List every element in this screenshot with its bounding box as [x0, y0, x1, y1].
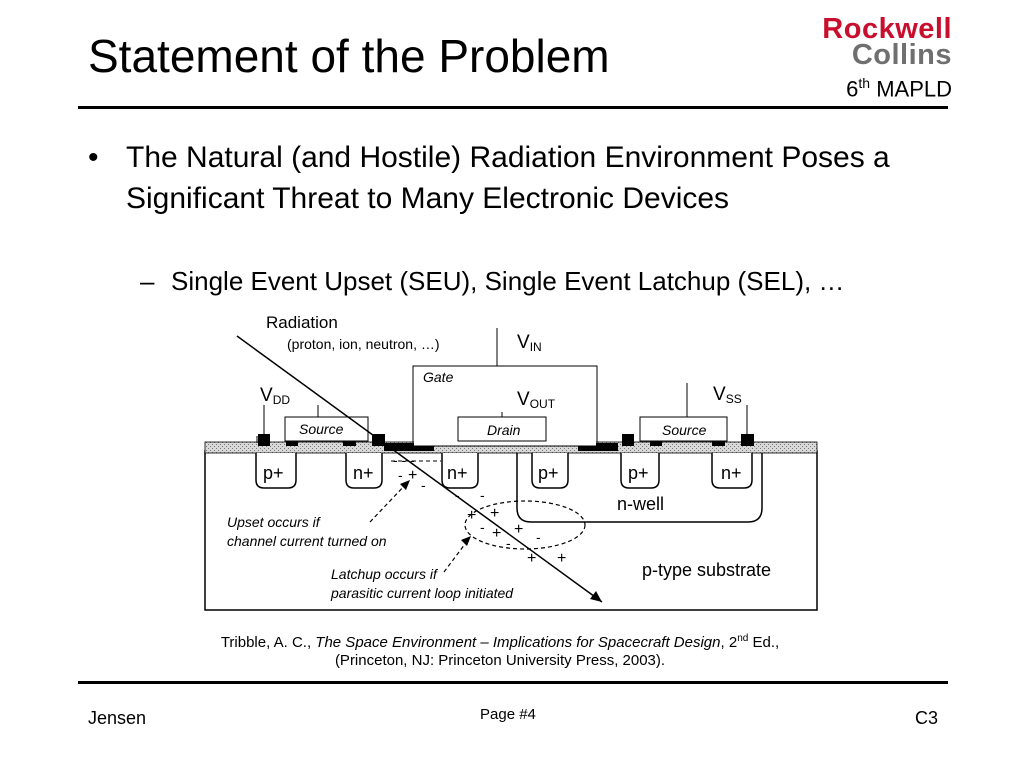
region-p3 — [620, 453, 660, 489]
charge-plus-3: + — [490, 505, 499, 522]
upset-pointer — [369, 482, 408, 523]
label-n2: n+ — [447, 463, 468, 483]
label-n3: n+ — [721, 463, 742, 483]
citation-line2: (Princeton, NJ: Princeton University Pre… — [334, 652, 666, 669]
charge-plus-2: + — [467, 507, 476, 524]
main-bullet-text: The Natural (and Hostile) Radiation Envi… — [126, 141, 890, 215]
latchup-note-line1: Latchup occurs if — [331, 566, 439, 582]
sub-bullet-text: Single Event Upset (SEU), Single Event L… — [171, 266, 845, 296]
region-n1 — [345, 453, 383, 489]
upset-note-line1: Upset occurs if — [227, 514, 322, 530]
vdd-label: VDD — [260, 385, 290, 407]
substrate-label: p-type substrate — [642, 560, 771, 580]
conference-number: 6 — [846, 76, 859, 102]
citation-edition: , 2 — [720, 634, 738, 651]
drain-label: Drain — [487, 422, 521, 438]
region-p2 — [531, 453, 569, 489]
bullet-marker: • — [88, 141, 99, 174]
region-n2 — [441, 453, 479, 489]
label-p2: p+ — [538, 463, 559, 483]
n-well-label: n-well — [617, 494, 664, 514]
source-right-label: Source — [662, 422, 707, 438]
charge-plus-6: + — [527, 550, 536, 567]
vss-label: VSS — [713, 384, 742, 406]
gate-label: Gate — [423, 369, 454, 385]
charge-minus-5: - — [480, 519, 485, 535]
charge-minus-6: - — [506, 535, 511, 551]
upset-note-line2: channel current turned on — [227, 533, 387, 549]
radiation-examples-label: (proton, ion, neutron, …) — [287, 336, 440, 352]
charge-minus-2: - — [421, 477, 426, 493]
citation-line1: Tribble, A. C., The Space Environment – … — [130, 629, 870, 653]
logo-rockwell-text: Rockwell — [822, 13, 952, 45]
citation-authors: Tribble, A. C., — [220, 634, 316, 651]
charge-minus-3: - — [455, 487, 460, 503]
radiation-arrowhead — [590, 591, 602, 602]
region-n3 — [711, 453, 753, 489]
conference-label: 6th MAPLD — [846, 70, 952, 102]
vin-label: VIN — [517, 332, 542, 354]
source-left-electrode — [284, 416, 369, 442]
n-well-boundary — [516, 453, 763, 523]
label-p1: p+ — [263, 463, 284, 483]
conference-ordinal: th — [858, 75, 871, 91]
source-left-label: Source — [299, 421, 344, 437]
footer-slide-code: C3 — [914, 708, 938, 728]
label-p3: p+ — [628, 463, 649, 483]
latchup-loop — [464, 500, 586, 550]
slide-title: Statement of the Problem — [88, 30, 610, 82]
charge-plus-5: + — [514, 521, 523, 538]
footer-divider — [78, 681, 948, 684]
rockwell-collins-logo: Rockwell Collins — [786, 13, 952, 71]
channel-charge-dashes: - - - — [393, 452, 415, 468]
charge-minus-7: - — [536, 529, 541, 545]
conference-name: MAPLD — [870, 76, 952, 102]
charge-minus-1: - — [398, 467, 403, 483]
header-divider — [78, 106, 948, 109]
latchup-note-line2: parasitic current loop initiated — [330, 585, 514, 601]
logo-collins-text: Collins — [851, 39, 952, 71]
footer-author: Jensen — [88, 708, 147, 728]
charge-plus-1: + — [408, 467, 417, 484]
citation-edition-sup: nd — [737, 633, 749, 644]
region-p1 — [255, 453, 297, 489]
footer-page-number: Page #4 — [480, 706, 536, 723]
citation-edition-post: Ed., — [748, 634, 780, 651]
source-right-electrode — [639, 416, 728, 442]
label-n1: n+ — [353, 463, 374, 483]
charge-plus-7: + — [557, 550, 566, 567]
radiation-track-arrow — [236, 335, 603, 603]
citation-book-title: The Space Environment – Implications for… — [315, 634, 721, 651]
sub-bullet-marker: – — [140, 266, 155, 296]
radiation-label: Radiation — [266, 313, 338, 332]
charge-plus-4: + — [492, 525, 501, 542]
vout-label: VOUT — [517, 389, 556, 411]
latchup-pointer — [443, 539, 469, 573]
charge-minus-4: - — [480, 487, 485, 503]
